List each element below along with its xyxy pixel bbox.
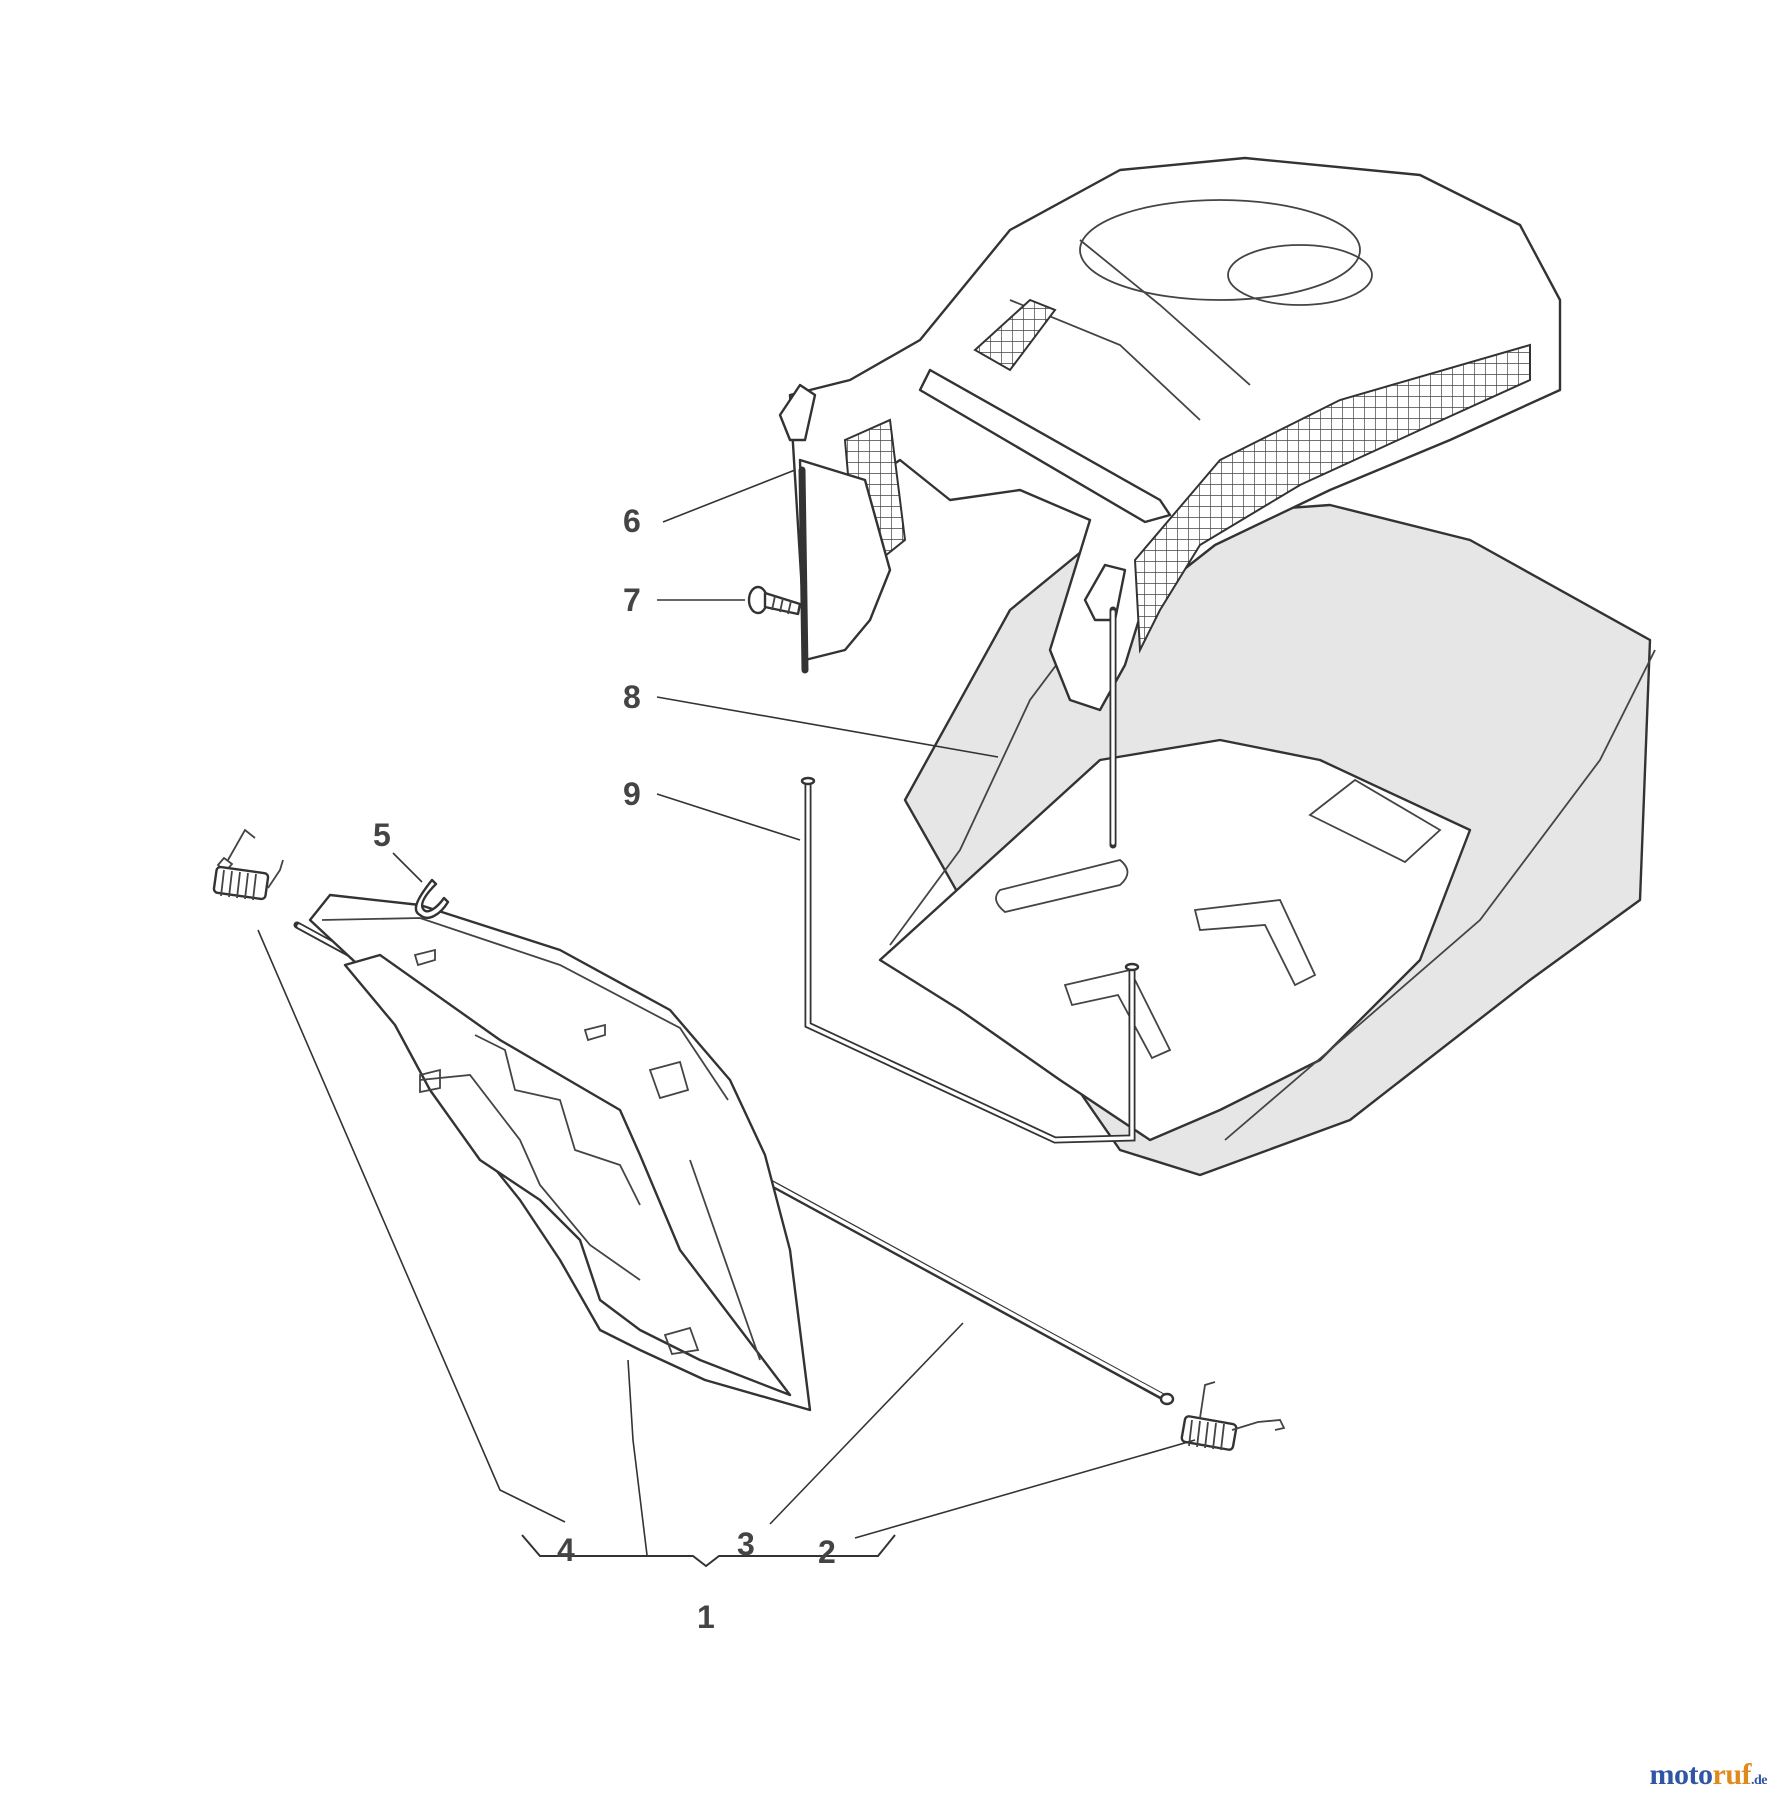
brand-watermark: motoruf.de (1649, 1758, 1768, 1792)
catcher-cover-crossbar (918, 368, 1172, 524)
catcher-cover-hook-right (1083, 563, 1127, 622)
leader-9 (656, 793, 801, 841)
brand-part2: ruf (1712, 1758, 1752, 1791)
callout-6: 6 (623, 503, 641, 539)
callout-1: 1 (697, 1599, 715, 1635)
catcher-floor-chevron (1193, 899, 1317, 987)
brand-part1: moto (1649, 1758, 1713, 1791)
group-bracket (521, 1534, 896, 1568)
catcher-floor-slot (995, 859, 1129, 913)
deflector-flap (308, 893, 812, 1412)
callout-4: 4 (557, 1532, 575, 1568)
leader-lines (257, 469, 1196, 1556)
catcher-handle-recess-inner (1227, 244, 1373, 306)
spring-4 (212, 828, 284, 901)
brand-tld: .de (1751, 1773, 1768, 1788)
flap-tab (648, 1060, 690, 1100)
wire-frame-9 (800, 776, 1140, 1144)
leader-5 (392, 852, 423, 883)
callout-9: 9 (623, 776, 641, 812)
catcher-floor-pad (1308, 778, 1442, 864)
flap-rib (419, 1074, 641, 1281)
catcher-mesh-window-top (973, 298, 1057, 372)
leader-4 (257, 929, 566, 1523)
flap-inner-face (343, 953, 792, 1397)
callout-3: 3 (737, 1526, 755, 1562)
catcher-handle-recess (1079, 199, 1361, 301)
screw-7 (747, 585, 802, 616)
catcher-cover-hook-left (778, 383, 817, 442)
callout-5: 5 (373, 817, 391, 853)
leader-2 (854, 1439, 1196, 1539)
spring-2 (1180, 1381, 1286, 1451)
flap-tab (583, 1023, 606, 1042)
flap-rib (474, 1034, 641, 1206)
flap-tab (419, 1068, 441, 1094)
flap-tab (663, 1326, 700, 1356)
leader-6 (662, 469, 796, 523)
flap-rib (689, 1159, 761, 1361)
callout-labels: 6 7 8 9 5 4 3 2 1 (373, 503, 836, 1635)
leader-8 (656, 696, 999, 758)
catcher-bag-floor (878, 738, 1472, 1142)
catcher-cover-ridge (1079, 239, 1251, 386)
leader-1 (627, 1359, 648, 1556)
catcher-side-rail (1224, 649, 1656, 1141)
callout-2: 2 (818, 1534, 836, 1570)
flap-tab (413, 948, 436, 967)
catcher-mesh-window-right (1133, 343, 1531, 654)
leader-3 (769, 1322, 964, 1525)
circlip-5 (414, 878, 450, 919)
side-plate-pin (798, 466, 809, 674)
callout-8: 8 (623, 679, 641, 715)
flap-rim (321, 917, 729, 1101)
callout-7: 7 (623, 582, 641, 618)
grass-catcher-assembly (778, 156, 1656, 1177)
